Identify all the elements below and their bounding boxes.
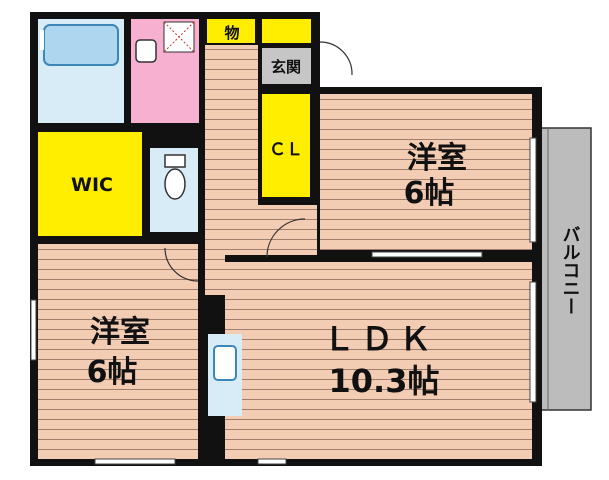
exterior	[320, 12, 542, 87]
ldk	[225, 262, 532, 459]
ldk-entry	[205, 255, 225, 295]
sink-icon	[213, 345, 237, 381]
closet	[262, 94, 310, 197]
walk-in-closet	[38, 132, 142, 236]
hallway-bend	[205, 205, 317, 255]
western-room-left	[38, 244, 198, 459]
toilet-icon	[164, 168, 186, 200]
washbasin-icon	[135, 39, 157, 63]
balcony-label: バルコニー	[560, 225, 581, 315]
entrance	[262, 48, 311, 84]
window-right-lower	[529, 281, 537, 403]
ldk-name: ＬＤＫ	[323, 320, 437, 358]
western-room-left-name: 洋室	[90, 315, 150, 350]
wic-label: WIC	[71, 174, 113, 196]
western-room-right	[320, 94, 532, 250]
door-swing-icon	[164, 247, 199, 282]
storage-label: 物	[224, 24, 239, 42]
toilet-tank	[164, 154, 186, 168]
storage	[207, 19, 255, 43]
entrance-label: 玄関	[271, 58, 301, 76]
western-room-right-size: 6帖	[404, 176, 455, 211]
washer-pan-mark	[163, 21, 195, 53]
western-room-right-name: 洋室	[407, 141, 467, 176]
closet-label: ＣＬ	[269, 140, 303, 160]
shoe-closet	[262, 19, 311, 43]
western-room-left-size: 6帖	[87, 355, 138, 390]
window-bottom-mid	[257, 458, 287, 465]
bathtub-icon	[43, 24, 119, 66]
door-swing-icon	[319, 41, 353, 76]
window-interior	[371, 251, 483, 258]
window-bottom-left	[94, 458, 176, 465]
bath-window	[40, 30, 44, 50]
window-left	[30, 299, 37, 361]
window-right-upper	[529, 137, 537, 243]
ldk-size: 10.3帖	[329, 362, 440, 400]
door-swing-icon	[266, 218, 306, 258]
